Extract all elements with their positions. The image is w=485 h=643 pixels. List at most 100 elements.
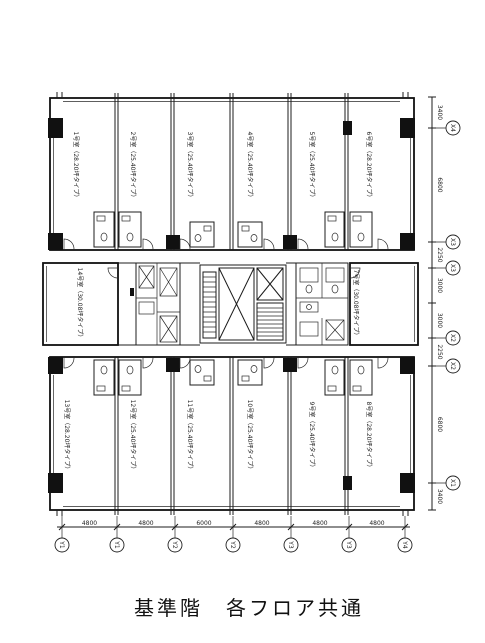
grid-bubble: [445, 475, 461, 491]
elevator-hall: [199, 264, 287, 344]
toilet: [126, 232, 134, 242]
column: [400, 473, 415, 493]
stair-treads: [203, 276, 216, 333]
sink: [241, 225, 250, 232]
column: [400, 118, 415, 138]
staircase: [256, 302, 284, 341]
dimension-value: 6800: [436, 417, 443, 432]
plan-caption: 基準階 各フロア共通: [134, 596, 364, 620]
grid-label: X4: [449, 124, 456, 132]
toilet: [126, 365, 134, 375]
restroom-stall: [299, 321, 319, 337]
horizontal-dimension-chain: 4800 4800 6000 4800 4800 4800 Y1 Y1 Y2 Y…: [54, 516, 413, 553]
dimension-value: 6800: [436, 177, 443, 192]
sink: [327, 215, 337, 222]
dimension-value: 3400: [436, 489, 443, 504]
grid-label: X2: [449, 362, 456, 370]
toilet: [357, 232, 365, 242]
dimension-value: 4800: [82, 520, 97, 527]
column: [166, 235, 180, 249]
dimension-value: 3000: [436, 278, 443, 293]
sink: [241, 375, 250, 382]
dimension-value: 2250: [436, 344, 443, 359]
door-swing: [263, 238, 275, 250]
room-label: 1号室（28.20坪タイプ）: [72, 132, 80, 201]
pipe-shaft: [159, 267, 178, 297]
column: [48, 233, 63, 250]
toilet: [100, 365, 108, 375]
lower-wing: 13号室（28.20坪タイプ） 12号室（25.40坪タイプ） 11号室（25.…: [48, 356, 415, 516]
grid-bubble: [283, 537, 299, 553]
door-swing: [377, 357, 389, 369]
room-label: 13号室（28.20坪タイプ）: [63, 400, 71, 473]
column: [48, 357, 63, 374]
upper-wing: 1号室（28.20坪タイプ） 2号室（25.40坪タイプ） 3号室（25.40坪…: [48, 92, 415, 251]
staircase: [202, 271, 217, 339]
dimension-value: 4800: [369, 520, 384, 527]
grid-label: X2: [449, 334, 456, 342]
grid-bubble: [445, 358, 461, 374]
dimension-value: 4800: [138, 520, 153, 527]
room-label: 10号室（25.40坪タイプ）: [246, 400, 254, 473]
door-mark: [130, 288, 134, 296]
restroom-partitions: [296, 263, 348, 345]
dimension-ticks: [58, 523, 409, 531]
toilet: [100, 232, 108, 242]
room-label: 5号室（25.40坪タイプ）: [308, 132, 316, 201]
lower-grid-stubs: [56, 510, 409, 516]
sink: [203, 225, 212, 232]
door-swing: [377, 238, 389, 250]
restroom-unit: [324, 211, 345, 248]
restroom-unit: [118, 211, 142, 248]
door-swing: [297, 357, 309, 369]
column: [400, 357, 415, 374]
sink: [352, 385, 362, 392]
dimension-value: 4800: [312, 520, 327, 527]
restroom-unit: [93, 359, 115, 396]
room-label: 14号室（30.08坪タイプ）: [76, 268, 84, 341]
elevator-shaft: [218, 267, 255, 341]
grid-label: X3: [449, 264, 456, 272]
restroom-unit: [189, 221, 215, 248]
vertical-dimension-chain: 3400 6800 2250 3000 3000 2250 6800 3400 …: [428, 96, 461, 511]
grid-label: Y1: [113, 540, 120, 549]
restroom-unit: [93, 211, 115, 248]
room-label: 3号室（25.40坪タイプ）: [186, 132, 194, 201]
column: [343, 476, 352, 490]
column: [48, 118, 63, 138]
sink: [306, 304, 312, 310]
grid-label: X1: [449, 479, 456, 487]
corridor-wall: [118, 262, 296, 346]
toilet: [250, 365, 258, 373]
toilet: [250, 234, 258, 242]
grid-bubble: [341, 537, 357, 553]
door-swing: [63, 357, 75, 369]
door-swing: [63, 238, 75, 250]
grid-bubble: [445, 330, 461, 346]
dimension-value: 4800: [254, 520, 269, 527]
dimension-value: 3000: [436, 313, 443, 328]
restroom-unit: [324, 359, 345, 396]
elevator-shaft: [256, 267, 284, 301]
grid-bubble: [397, 537, 413, 553]
middle-band: 14号室（30.08坪タイプ） 7号室（30.08坪タイプ）: [42, 262, 419, 346]
door-swing: [297, 238, 309, 250]
grid-label: Y4: [401, 540, 408, 549]
room-label: 2号室（25.40坪タイプ）: [129, 132, 137, 201]
grid-leader-lines: [436, 127, 446, 484]
lower-wing-outer-wall: [49, 356, 415, 511]
upper-wing-outer-wall: [49, 97, 415, 251]
pipe-shaft: [325, 319, 345, 341]
dimension-value: 6000: [196, 520, 211, 527]
sink: [352, 215, 362, 222]
stair-treads: [257, 307, 283, 337]
lower-wing-inner-wall: [53, 375, 411, 507]
dimension-ticks: [428, 96, 436, 511]
restroom-unit: [118, 359, 142, 396]
restroom-unit: [349, 211, 373, 248]
toilet: [331, 365, 339, 375]
grid-bubble: [445, 120, 461, 136]
service-core-dividers: [136, 263, 180, 345]
